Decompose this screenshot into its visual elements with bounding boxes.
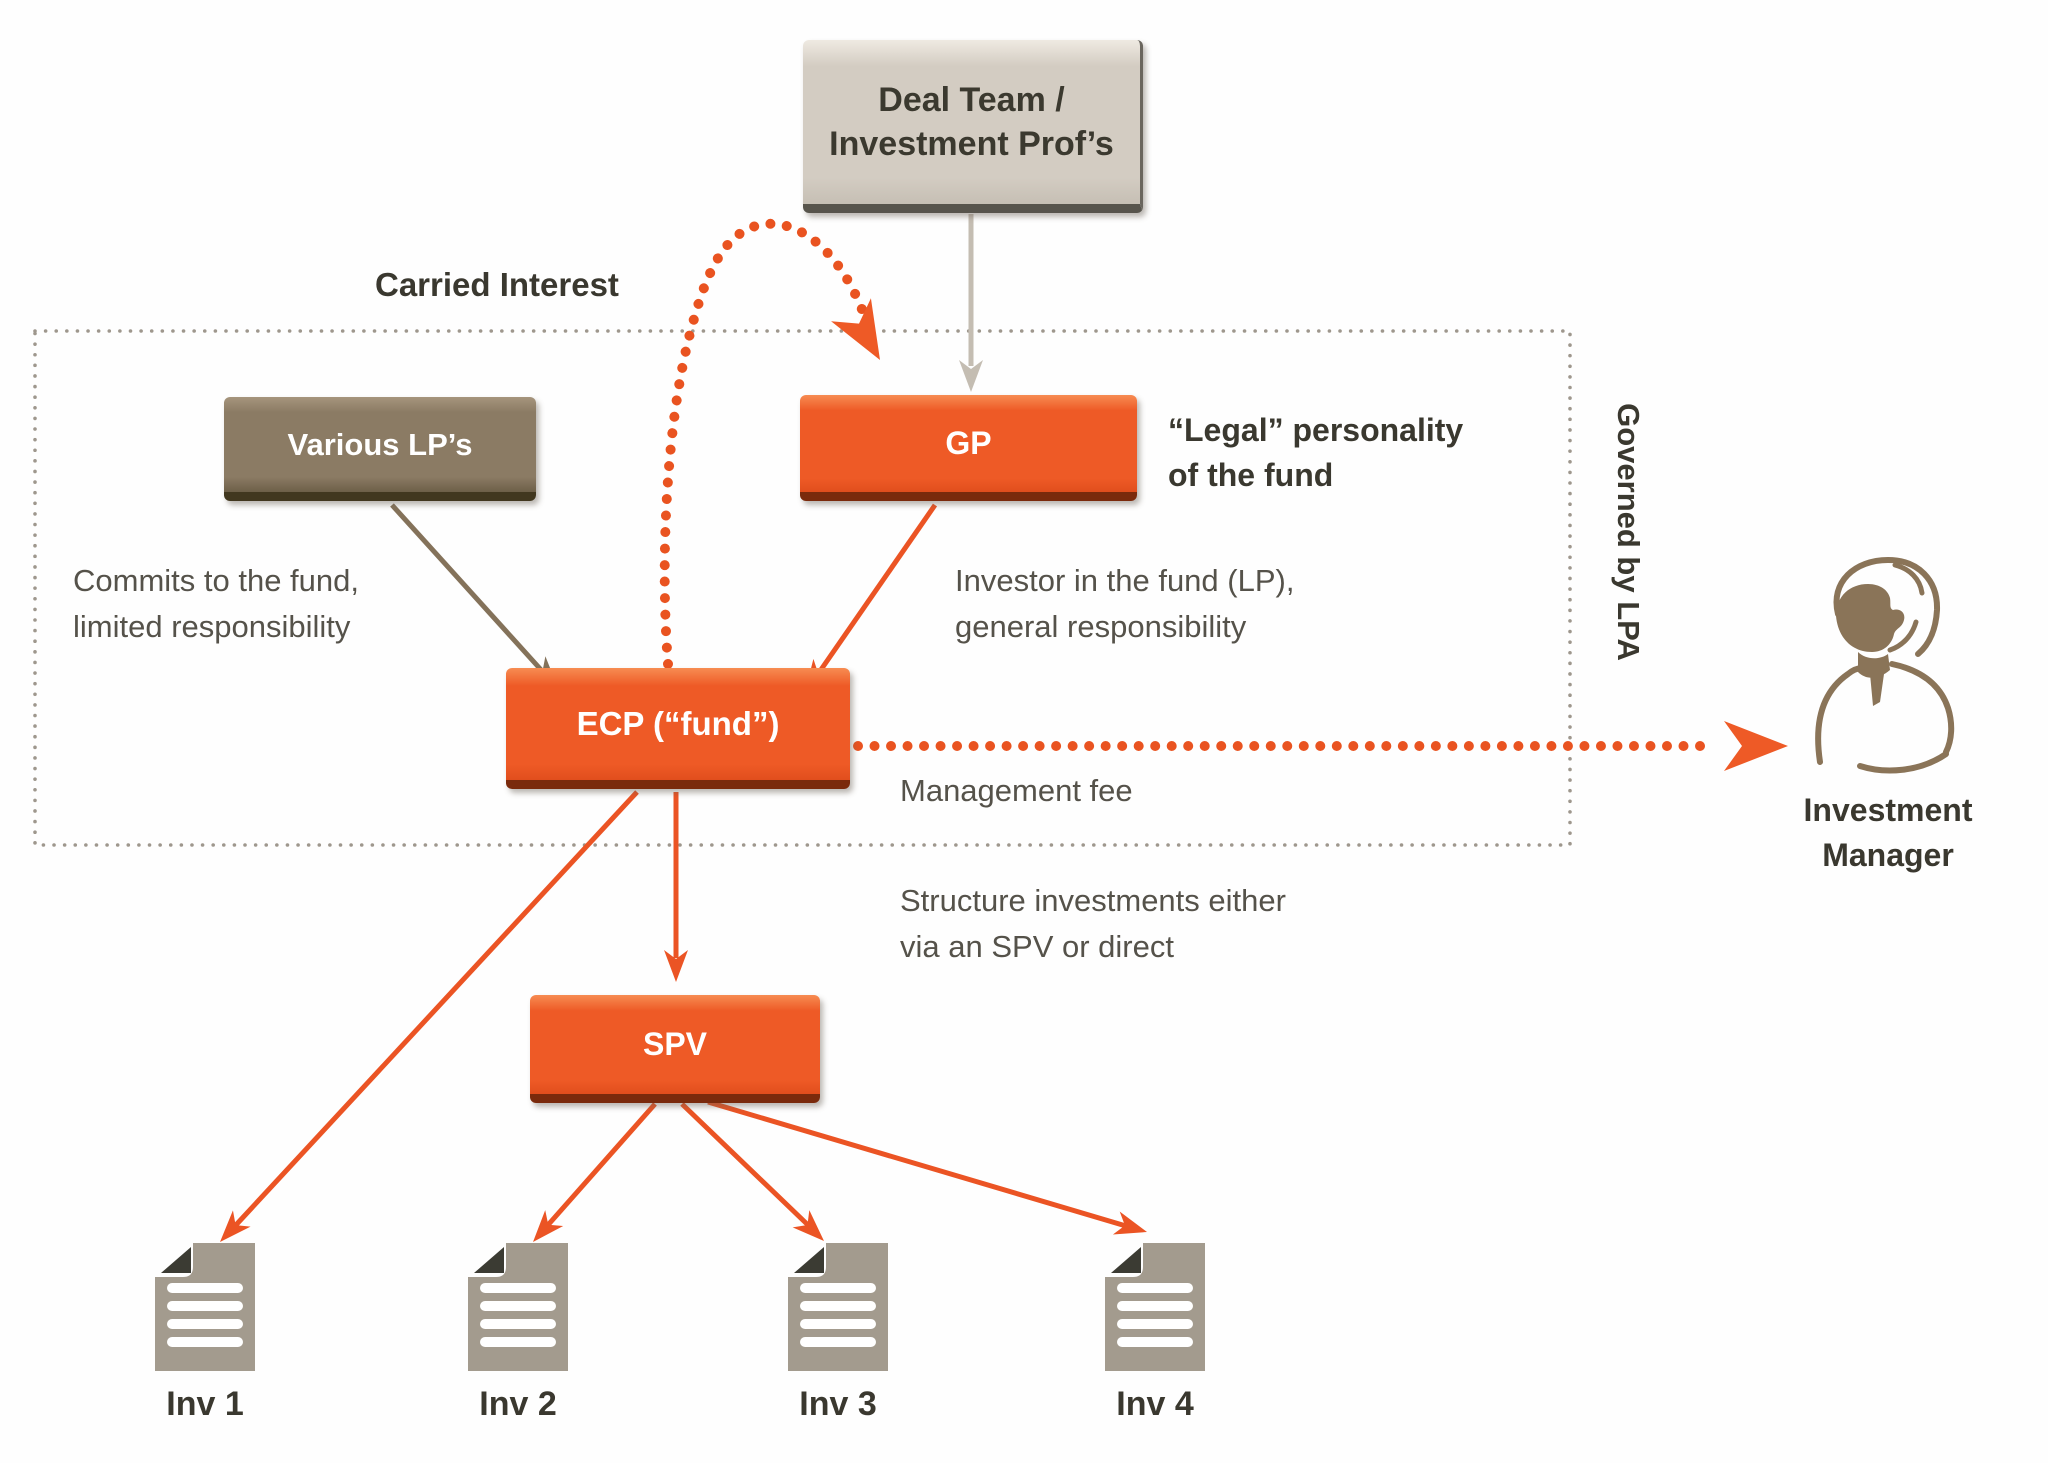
investor-line2: general responsibility [955, 609, 1247, 644]
arrow-management-fee [853, 721, 1788, 771]
investment-manager-icon [1815, 557, 1955, 774]
node-ecp: ECP (“fund”) [506, 668, 850, 789]
structure-line1: Structure investments either [900, 883, 1286, 918]
arrow-spv-to-inv2 [533, 1102, 657, 1242]
arrow-carried-interest [659, 218, 880, 669]
investor-label: Investor in the fund (LP), general respo… [955, 558, 1294, 650]
deal-team-label-line2: Investment Prof’s [829, 125, 1114, 163]
investor-line1: Investor in the fund (LP), [955, 563, 1295, 598]
commits-line1: Commits to the fund, [73, 563, 360, 598]
inv2-label: Inv 2 [479, 1385, 557, 1423]
document-icon [468, 1243, 568, 1371]
node-gp: GP [800, 395, 1137, 501]
arrow-spv-to-inv4 [707, 1099, 1147, 1235]
various-lps-label: Various LP’s [287, 426, 473, 462]
document-icon [1105, 1243, 1205, 1371]
legal-personality-line1: “Legal” personality [1168, 412, 1464, 448]
arrow-ecp-to-inv1 [220, 790, 639, 1242]
inv1-label: Inv 1 [166, 1385, 244, 1423]
spv-label: SPV [642, 1026, 708, 1062]
node-various-lps: Various LP’s [224, 397, 536, 501]
investment-manager-label: Investment Manager [1788, 788, 1988, 878]
inv4-label: Inv 4 [1116, 1385, 1194, 1423]
document-icon [788, 1243, 888, 1371]
investment-manager-line2: Manager [1822, 837, 1954, 873]
carried-interest-label: Carried Interest [375, 266, 619, 303]
legal-personality-line2: of the fund [1168, 457, 1334, 493]
document-icon [155, 1243, 255, 1371]
arrow-dealteam-to-gp [959, 214, 983, 392]
governed-by-lpa-label: Governed by LPA [1611, 403, 1646, 661]
commits-line2: limited responsibility [73, 609, 351, 644]
arrow-spv-to-inv3 [680, 1102, 824, 1241]
gp-label: GP [945, 425, 992, 461]
structure-label: Structure investments either via an SPV … [900, 878, 1286, 970]
lpa-boundary-box [33, 329, 1572, 847]
arrow-ecp-to-spv [664, 792, 688, 982]
node-deal-team: Deal Team / Investment Prof’s [803, 40, 1143, 213]
inv3-label: Inv 3 [799, 1385, 877, 1423]
commits-label: Commits to the fund, limited responsibil… [73, 558, 359, 650]
structure-line2: via an SPV or direct [900, 929, 1174, 964]
legal-personality-label: “Legal” personality of the fund [1168, 408, 1463, 498]
management-fee-label: Management fee [900, 773, 1133, 808]
deal-team-label-line1: Deal Team / [878, 81, 1065, 119]
investment-manager-line1: Investment [1803, 792, 1973, 828]
ecp-label: ECP (“fund”) [576, 705, 780, 742]
node-spv: SPV [530, 995, 820, 1103]
